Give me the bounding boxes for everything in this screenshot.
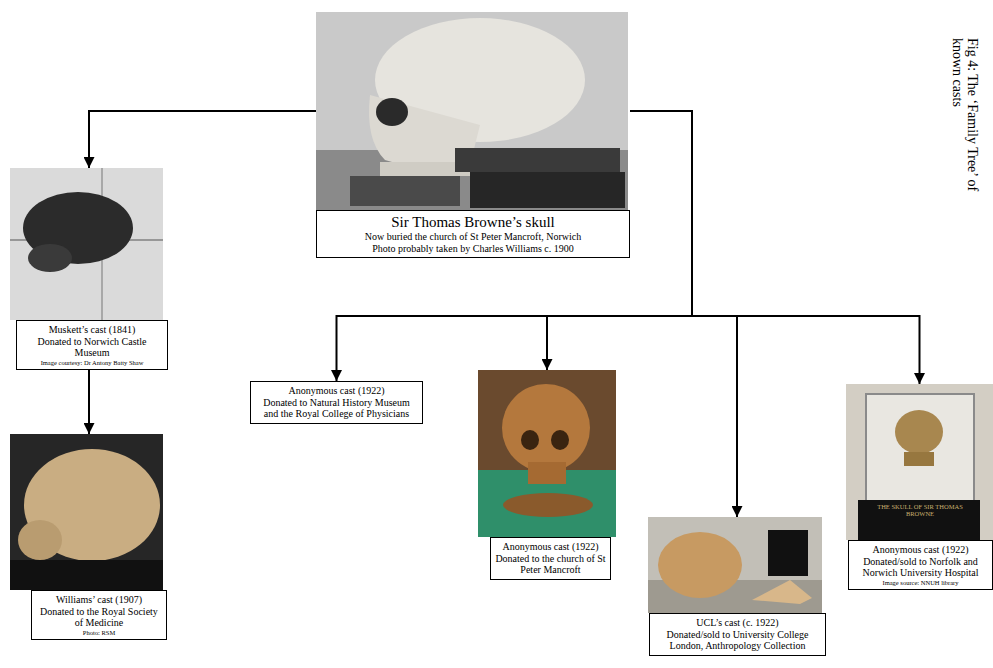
eye-socket bbox=[521, 430, 539, 450]
glass-case bbox=[866, 394, 974, 502]
skull-jaw bbox=[904, 452, 934, 466]
caption-box: Anonymous cast (1922)Donated to Natural … bbox=[250, 381, 423, 424]
cloth bbox=[10, 560, 163, 590]
cast-entry: Anonymous cast (1922)Donated to the chur… bbox=[478, 370, 616, 580]
photo-ground bbox=[846, 384, 993, 540]
cast-photo bbox=[648, 517, 822, 613]
cast-title: Anonymous cast (1922) bbox=[853, 544, 988, 556]
cast-title: UCL’s cast (c. 1922) bbox=[654, 617, 821, 629]
skull-cast bbox=[658, 532, 742, 598]
book bbox=[350, 176, 460, 206]
cast-note: Photo probably taken by Charles Williams… bbox=[321, 243, 625, 255]
lineage-arrow bbox=[88, 370, 90, 434]
cast-title: Anonymous cast (1922) bbox=[495, 541, 606, 553]
cast-title: Williams’ cast (1907) bbox=[36, 594, 162, 606]
eye-socket bbox=[551, 430, 569, 450]
cap-object bbox=[768, 530, 808, 576]
cast-photo bbox=[10, 168, 163, 320]
cast-note: Donated to Natural History Museum and th… bbox=[255, 397, 418, 420]
cast-note: Donated to the Royal Society of Medicine bbox=[36, 606, 162, 629]
skull-cast bbox=[28, 244, 72, 272]
caption-box: UCL’s cast (c. 1922)Donated/sold to Univ… bbox=[649, 613, 826, 656]
cast-note: Image courtesy: Dr Antony Batty Shaw bbox=[21, 359, 163, 366]
cast-photo bbox=[478, 370, 616, 537]
cast-note: Image source: NNUH library bbox=[853, 579, 988, 586]
caption-box: Anonymous cast (1922)Donated to the chur… bbox=[490, 537, 611, 580]
skull-photo bbox=[316, 12, 628, 210]
cast-entry: Sir Thomas Browne’s skullNow buried the … bbox=[316, 12, 630, 258]
skull-jaw bbox=[528, 462, 566, 484]
cast-title: Anonymous cast (1922) bbox=[255, 385, 418, 397]
photo-ground bbox=[316, 12, 628, 210]
photo-ground bbox=[10, 434, 163, 590]
lineage-arrow bbox=[630, 111, 737, 517]
cast-photo bbox=[846, 384, 993, 540]
skull-cast bbox=[502, 384, 590, 472]
book bbox=[455, 148, 620, 172]
caption-box: Muskett’s cast (1841)Donated to Norwich … bbox=[16, 320, 168, 370]
caption-box: Williams’ cast (1907)Donated to the Roya… bbox=[31, 590, 167, 640]
cast-title: Muskett’s cast (1841) bbox=[21, 324, 163, 336]
cast-title: Sir Thomas Browne’s skull bbox=[321, 214, 625, 231]
skull-cast bbox=[18, 520, 62, 560]
case-base bbox=[858, 500, 980, 540]
cast-entry: Muskett’s cast (1841)Donated to Norwich … bbox=[10, 168, 168, 370]
cast-note: Donated to Norwich Castle Museum bbox=[21, 336, 163, 359]
cast-note: Now buried the church of St Peter Mancro… bbox=[321, 231, 625, 243]
photo-ground bbox=[478, 370, 616, 537]
lineage-arrow bbox=[89, 111, 316, 168]
photo-ground bbox=[648, 517, 822, 613]
case-inscription: THE SKULL OF SIR THOMAS BROWNE bbox=[872, 503, 968, 518]
cast-note: Photo: RSM bbox=[36, 629, 162, 636]
cast-entry: UCL’s cast (c. 1922)Donated/sold to Univ… bbox=[648, 517, 826, 656]
skull-cast bbox=[895, 410, 943, 454]
lineage-arrow bbox=[630, 111, 920, 384]
jaw-cast bbox=[752, 580, 812, 604]
photo-ground bbox=[10, 168, 163, 320]
stand bbox=[503, 493, 593, 517]
cast-entry: Williams’ cast (1907)Donated to the Roya… bbox=[10, 434, 167, 640]
cast-entry: Anonymous cast (1922)Donated/sold to Nor… bbox=[846, 384, 993, 590]
cast-entry: Anonymous cast (1922)Donated to Natural … bbox=[250, 381, 423, 424]
cast-note: Donated/sold to University College Londo… bbox=[654, 629, 821, 652]
cast-photo bbox=[10, 434, 163, 590]
figure-caption: Fig 4: The ‘Family Tree’ of known casts bbox=[949, 38, 980, 216]
cast-note: Donated to the church of St Peter Mancro… bbox=[495, 553, 606, 576]
book bbox=[470, 172, 625, 208]
cast-note: Donated/sold to Norfolk and Norwich Univ… bbox=[853, 556, 988, 579]
caption-box: Sir Thomas Browne’s skullNow buried the … bbox=[316, 210, 630, 258]
caption-box: Anonymous cast (1922)Donated/sold to Nor… bbox=[848, 540, 993, 590]
eye-socket bbox=[376, 98, 408, 126]
